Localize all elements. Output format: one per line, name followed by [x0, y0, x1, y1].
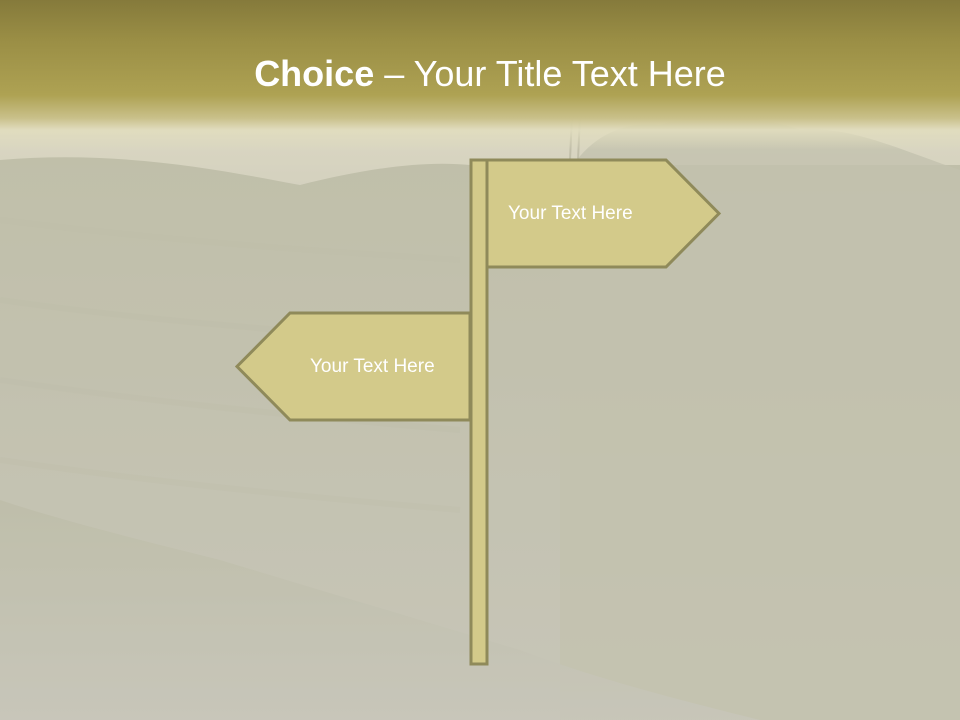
title-bold-word: Choice — [254, 53, 375, 94]
title-bar — [0, 0, 960, 150]
right-sign-label: Your Text Here — [508, 203, 633, 224]
title-text: Your Title Text Here — [413, 53, 726, 94]
left-sign-arrow[interactable] — [234, 311, 472, 422]
slide-title: Choice – Your Title Text Here — [0, 52, 960, 96]
signpost-pole — [469, 158, 489, 666]
left-sign-label: Your Text Here — [310, 356, 435, 377]
right-sign-arrow[interactable] — [485, 158, 722, 269]
title-dash: – — [384, 53, 405, 94]
